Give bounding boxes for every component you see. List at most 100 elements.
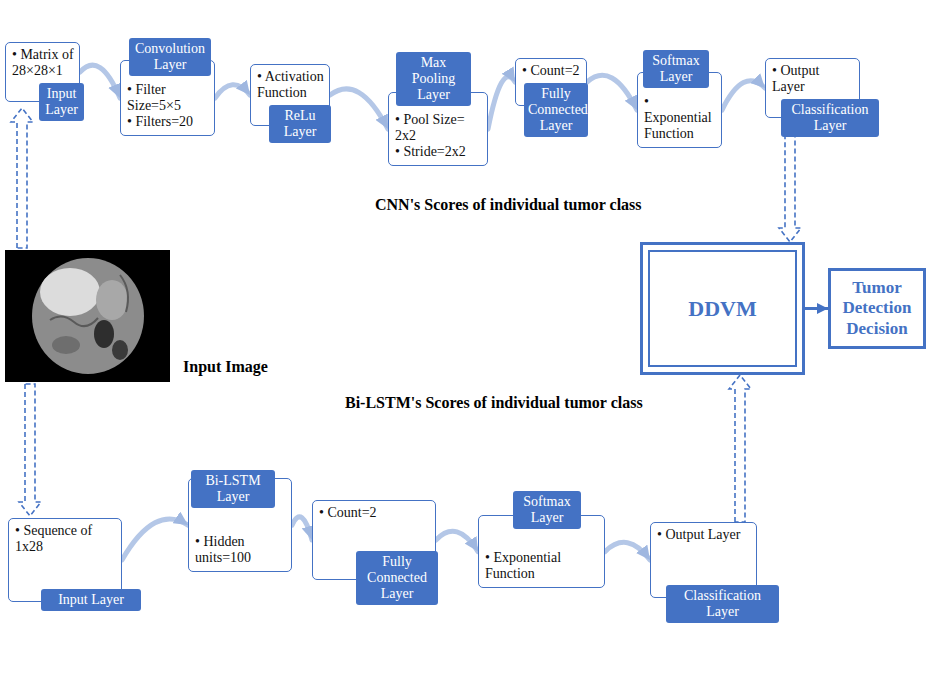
text-group: • Count=2 <box>522 63 582 79</box>
tumor-region <box>40 268 100 316</box>
node-text: Classification Layer <box>670 588 775 620</box>
layer-name-box: Classification Layer <box>666 585 779 623</box>
layer-name-box: Bi-LSTM Layer <box>191 470 275 508</box>
text-group: Tumor Detection Decision <box>835 278 919 339</box>
node-text: Max Pooling Layer <box>400 55 467 103</box>
layer-name-box: ReLu Layer <box>269 105 331 143</box>
image-label: Input Image <box>183 358 268 376</box>
bullet-text: • Sequence of 1x28 <box>15 523 117 555</box>
text-group: • Hidden units=100 <box>195 534 287 566</box>
text-group: Fully Connected Layer <box>360 554 434 602</box>
input-arrow <box>11 108 33 248</box>
node-text: Softmax Layer <box>517 494 577 526</box>
layer-detail-box: • Count=2Fully Connected Layer <box>515 58 587 106</box>
decision-arrow <box>805 307 828 310</box>
text-group: Softmax Layer <box>647 53 705 85</box>
bullet-text: • Activation Function <box>257 69 325 101</box>
text-group: DDVM <box>688 296 756 321</box>
text-group: • Pool Size= 2x2• Stride=2x2 <box>395 112 483 160</box>
flow-arrow <box>330 89 388 129</box>
decision-box: Tumor Detection Decision <box>828 268 926 349</box>
flow-arrow <box>722 81 765 110</box>
node-text: Bi-LSTM Layer <box>195 473 271 505</box>
layer-name-box: Classification Layer <box>781 99 879 137</box>
layer-name-box: Input Layer <box>41 589 141 611</box>
flow-arrow <box>587 75 637 110</box>
flow-arrow <box>488 77 515 129</box>
node-text: Tumor Detection Decision <box>835 278 919 339</box>
flow-arrow <box>436 531 478 551</box>
flow-arrow <box>80 65 120 98</box>
layer-detail-box: • Exponential FunctionSoftmax Layer <box>637 72 722 148</box>
layer-name-box: Fully Connected Layer <box>524 83 588 137</box>
score-arrow <box>729 375 751 522</box>
layer-detail-box: • Count=2Fully Connected Layer <box>312 500 436 580</box>
text-group: Classification Layer <box>670 588 775 620</box>
text-group: • Sequence of 1x28 <box>15 523 117 555</box>
bullet-text: • Output Layer <box>772 63 855 95</box>
layer-name-box: Max Pooling Layer <box>396 52 471 106</box>
ddvm-box: DDVM <box>640 242 805 375</box>
text-group: Convolution Layer <box>133 41 207 73</box>
input-arrow <box>19 384 41 516</box>
node-text: Fully Connected Layer <box>360 554 434 602</box>
bullet-text: • Matrix of 28×28×1 <box>12 47 75 79</box>
text-group: • Exponential Function <box>485 550 600 582</box>
layer-detail-box: • Exponential FunctionSoftmax Layer <box>478 515 605 588</box>
layer-detail-box: • Pool Size= 2x2• Stride=2x2Max Pooling … <box>388 92 488 166</box>
node-text: Fully Connected Layer <box>528 86 584 134</box>
layer-detail-box: • Hidden units=100Bi-LSTM Layer <box>188 478 292 572</box>
node-text: DDVM <box>688 296 756 321</box>
layer-detail-box: • Filter Size=5×5• Filters=20Convolution… <box>120 60 215 136</box>
text-group: Classification Layer <box>785 102 875 134</box>
bullet-text: • Stride=2x2 <box>395 144 483 160</box>
text-group: • Exponential Function <box>644 94 717 142</box>
bullet-text: • Output Layer <box>657 527 752 543</box>
bullet-text: • Exponential Function <box>644 94 717 142</box>
layer-name-box: Convolution Layer <box>129 38 211 76</box>
brain-slice <box>32 258 144 374</box>
node-text: Input Layer <box>45 592 137 608</box>
layer-name-box: Fully Connected Layer <box>356 551 438 605</box>
brain-tissue <box>52 336 80 354</box>
node-text: Convolution Layer <box>133 41 207 73</box>
edge-label: Bi-LSTM's Scores of individual tumor cla… <box>345 394 643 412</box>
text-group: Max Pooling Layer <box>400 55 467 103</box>
layer-detail-box: • Sequence of 1x28Input Layer <box>8 518 122 602</box>
text-group: • Activation Function <box>257 69 325 101</box>
text-group: Bi-LSTM Layer <box>195 473 271 505</box>
node-text: ReLu Layer <box>273 108 327 140</box>
layer-detail-box: • Output LayerClassification Layer <box>765 58 860 118</box>
brain-fold <box>120 275 128 312</box>
text-group: • Output Layer <box>657 527 752 543</box>
flow-arrow <box>292 517 312 540</box>
text-group: Softmax Layer <box>517 494 577 526</box>
layer-detail-box: • Output LayerClassification Layer <box>650 522 757 598</box>
node-text: Classification Layer <box>785 102 875 134</box>
text-group: • Matrix of 28×28×1 <box>12 47 75 79</box>
bullet-text: • Hidden units=100 <box>195 534 287 566</box>
bullet-text: • Pool Size= 2x2 <box>395 112 483 144</box>
flow-arrow <box>122 519 188 560</box>
mri-background <box>5 250 170 382</box>
text-group: Fully Connected Layer <box>528 86 584 134</box>
text-group: • Count=2 <box>319 505 431 521</box>
text-group: • Output Layer <box>772 63 855 95</box>
flow-arrow <box>605 542 650 560</box>
layer-name-box: Softmax Layer <box>513 491 581 529</box>
text-group: Input Layer <box>43 86 80 118</box>
layer-detail-box: • Activation FunctionReLu Layer <box>250 64 330 126</box>
brain-fold <box>50 316 98 326</box>
ventricle <box>112 340 128 360</box>
ventricle <box>94 320 114 348</box>
bullet-text: • Exponential Function <box>485 550 600 582</box>
layer-name-box: Input Layer <box>39 83 84 121</box>
bullet-text: • Count=2 <box>522 63 582 79</box>
bullet-text: • Filters=20 <box>127 114 210 130</box>
bullet-text: • Count=2 <box>319 505 431 521</box>
edge-label: CNN's Scores of individual tumor class <box>375 196 642 214</box>
flow-arrow <box>215 85 250 98</box>
text-group: Input Layer <box>45 592 137 608</box>
node-text: Input Layer <box>43 86 80 118</box>
